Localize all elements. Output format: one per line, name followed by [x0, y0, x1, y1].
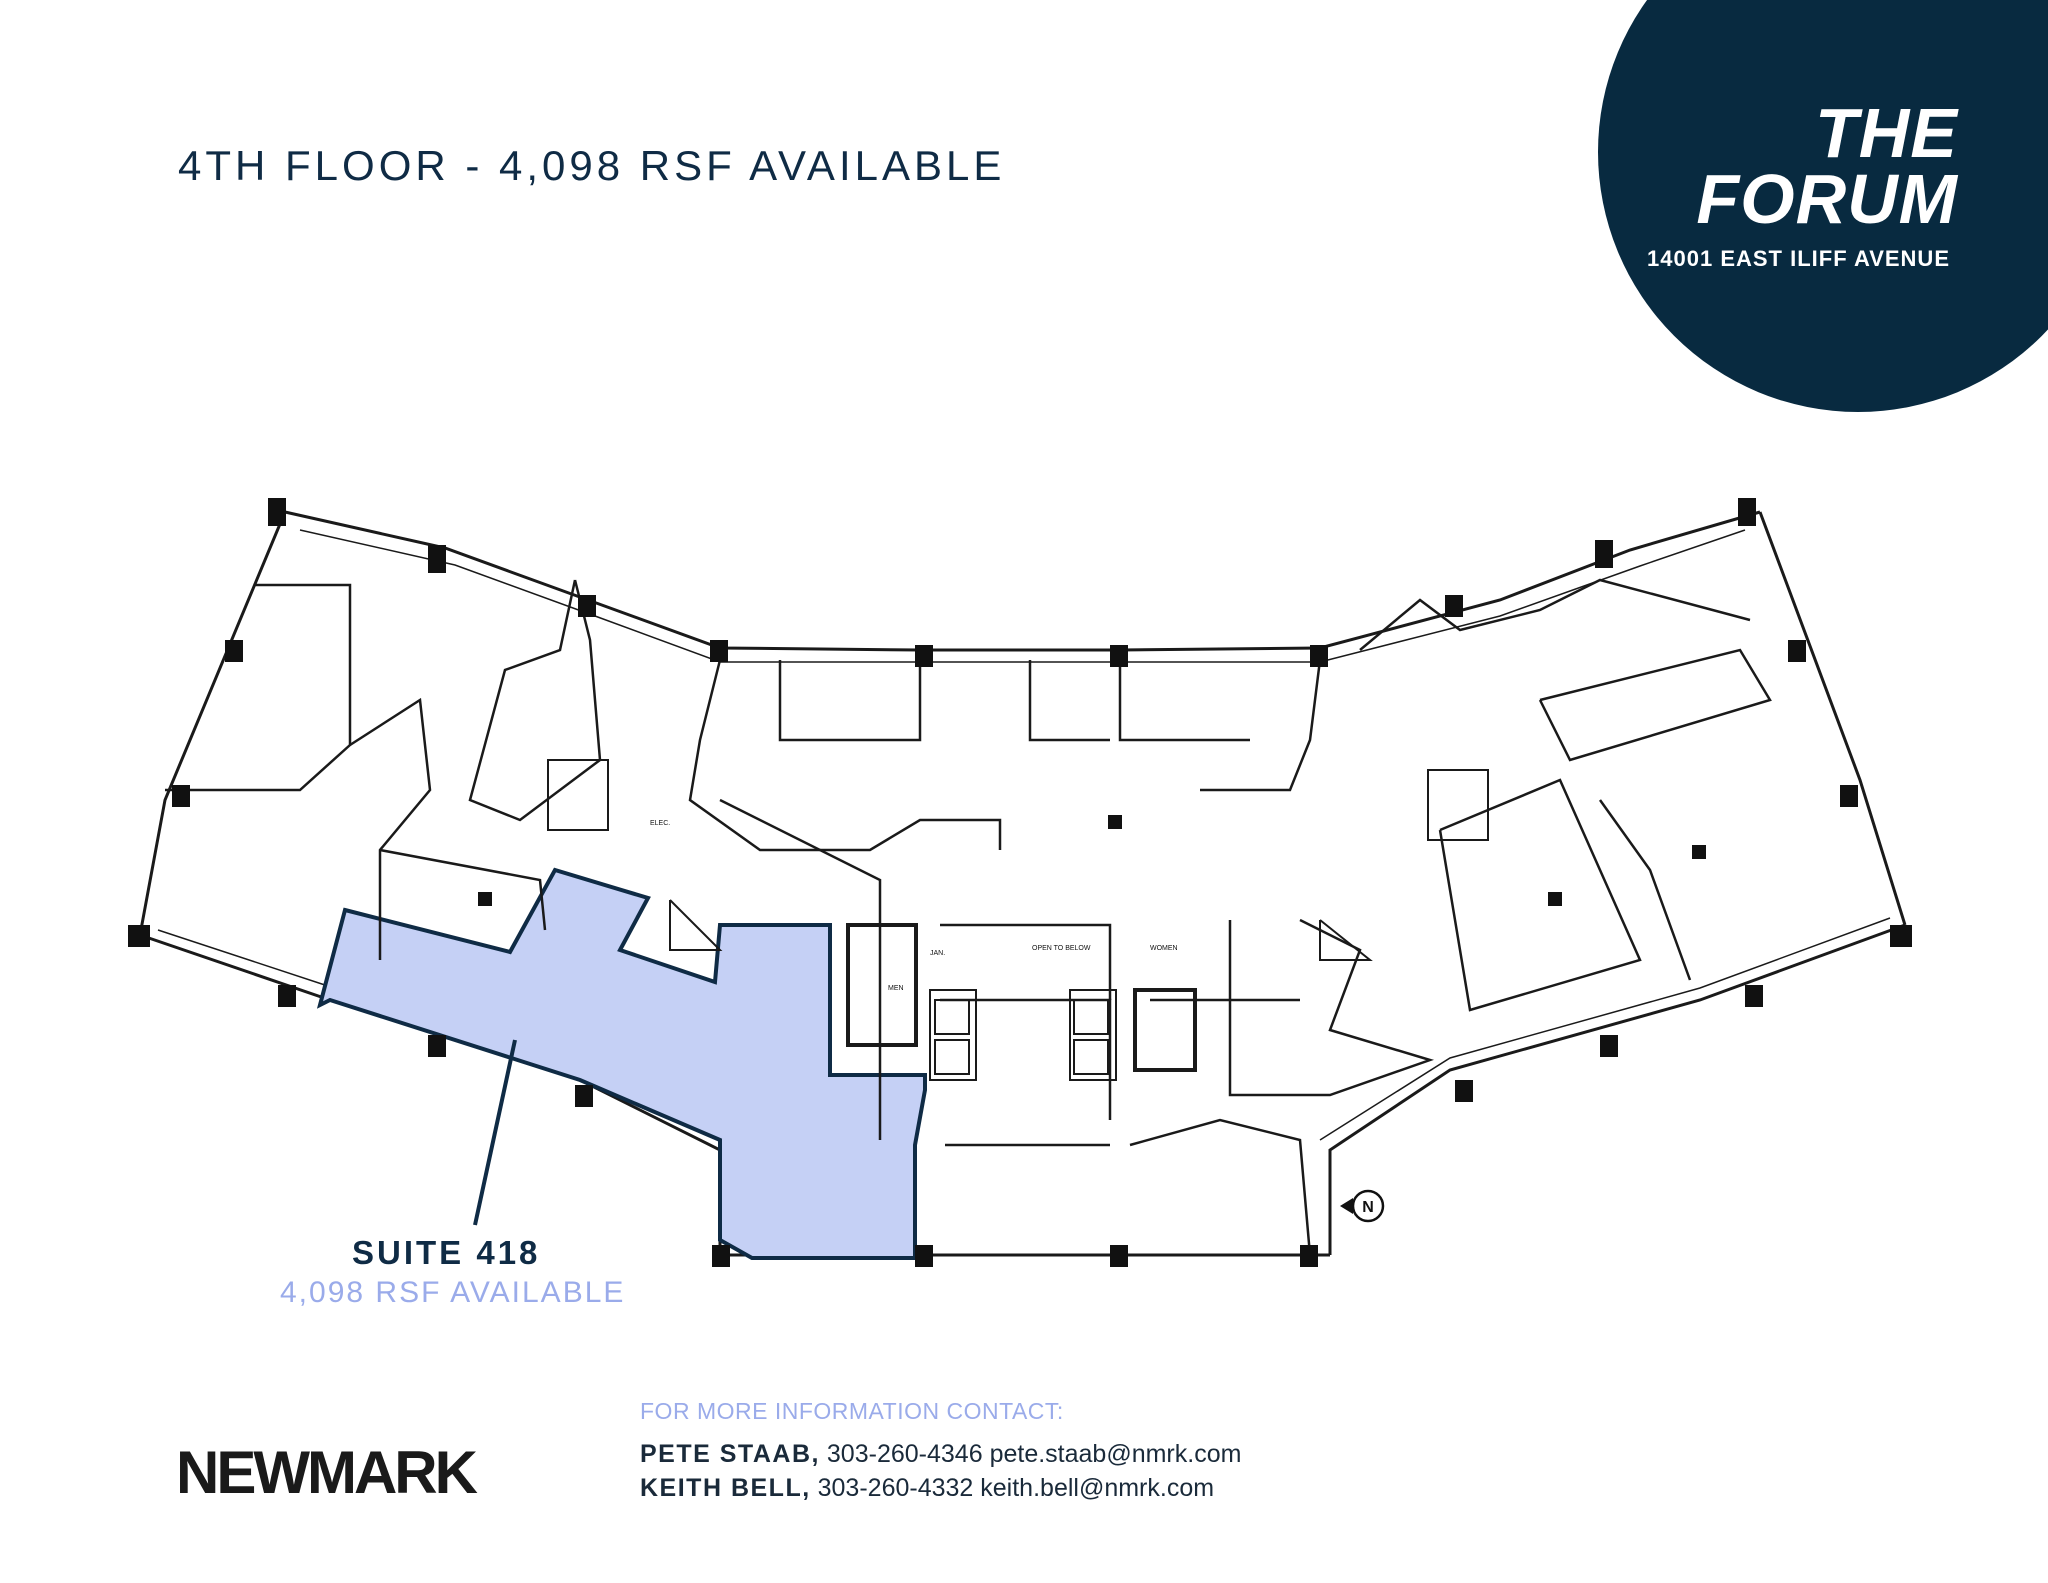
contact-name: PETE STAAB,: [640, 1440, 820, 1468]
building-name: THE FORUM: [1696, 94, 1958, 238]
contact-email[interactable]: keith.bell@nmrk.com: [980, 1474, 1215, 1502]
women-label: WOMEN: [1150, 945, 1178, 952]
contact-name: KEITH BELL,: [640, 1474, 811, 1502]
building-address: 14001 EAST ILIFF AVENUE: [1647, 246, 1950, 271]
jan-label: JAN.: [930, 950, 945, 957]
suite-name: SUITE 418: [352, 1234, 541, 1271]
contact-email[interactable]: pete.staab@nmrk.com: [989, 1440, 1242, 1468]
elec-label: ELEC.: [650, 820, 670, 827]
contact-heading: FOR MORE INFORMATION CONTACT:: [640, 1398, 1064, 1424]
suite-pointer-line: [473, 1039, 517, 1226]
building-name-line1: THE: [1815, 94, 1958, 172]
north-arrow-icon: N: [1340, 1189, 1385, 1223]
open-to-below-label: OPEN TO BELOW: [1032, 945, 1091, 952]
contact-phone: 303-260-4346: [826, 1440, 983, 1468]
building-name-line2: FORUM: [1696, 160, 1958, 238]
page-title: 4TH FLOOR - 4,098 RSF AVAILABLE: [178, 142, 1006, 189]
contact-pete-staab: PETE STAAB, 303-260-4346 pete.staab@nmrk…: [640, 1440, 1241, 1469]
contact-phone: 303-260-4332: [817, 1474, 974, 1502]
newmark-logo: NEWMARK: [176, 1439, 478, 1506]
north-label: N: [1362, 1199, 1374, 1216]
interior-walls: [165, 578, 1772, 1256]
contact-keith-bell: KEITH BELL, 303-260-4332 keith.bell@nmrk…: [640, 1474, 1214, 1503]
suite-418-area: [316, 867, 927, 1260]
column-markers: [128, 498, 1912, 1267]
building-outline: [138, 510, 1907, 1257]
men-label: MEN: [888, 985, 904, 992]
building-core: [547, 759, 1489, 1081]
suite-area: 4,098 RSF AVAILABLE: [280, 1276, 626, 1309]
